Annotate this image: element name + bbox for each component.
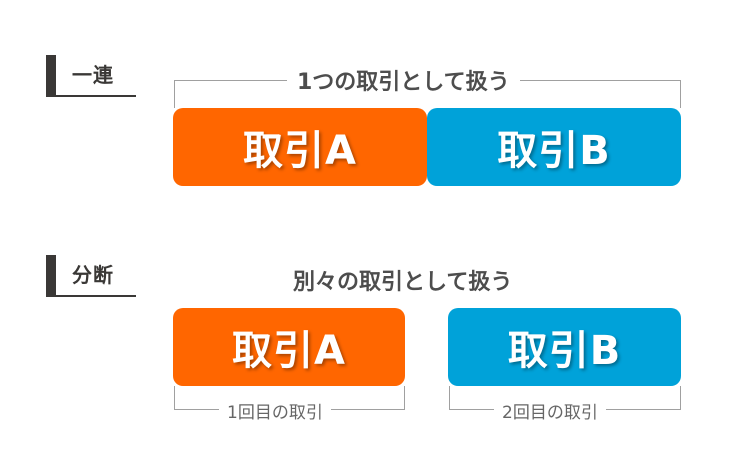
caption-series: 1つの取引として扱う [287, 64, 520, 96]
box-transaction-b-split: 取引B [448, 308, 681, 386]
bracket-b-right [680, 386, 681, 410]
bracket-top-left [174, 80, 175, 108]
heading-series-text: 一連 [72, 63, 114, 87]
heading-split: 分断 [46, 255, 136, 297]
box-transaction-a: 取引A [173, 108, 427, 186]
box-transaction-b: 取引B [427, 108, 681, 186]
label-second-transaction: 2回目の取引 [494, 398, 606, 423]
heading-series: 一連 [46, 55, 136, 97]
label-first-transaction: 1回目の取引 [219, 398, 331, 423]
heading-split-text: 分断 [72, 263, 114, 287]
bracket-a-left [174, 386, 175, 410]
heading-underline [46, 95, 136, 97]
heading-underline [46, 295, 136, 297]
heading-bar [46, 255, 56, 297]
bracket-top-right [680, 80, 681, 108]
bracket-b-left [449, 386, 450, 410]
heading-bar [46, 55, 56, 97]
bracket-a-right [404, 386, 405, 410]
box-transaction-a-split: 取引A [173, 308, 405, 386]
caption-split: 別々の取引として扱う [283, 264, 523, 296]
